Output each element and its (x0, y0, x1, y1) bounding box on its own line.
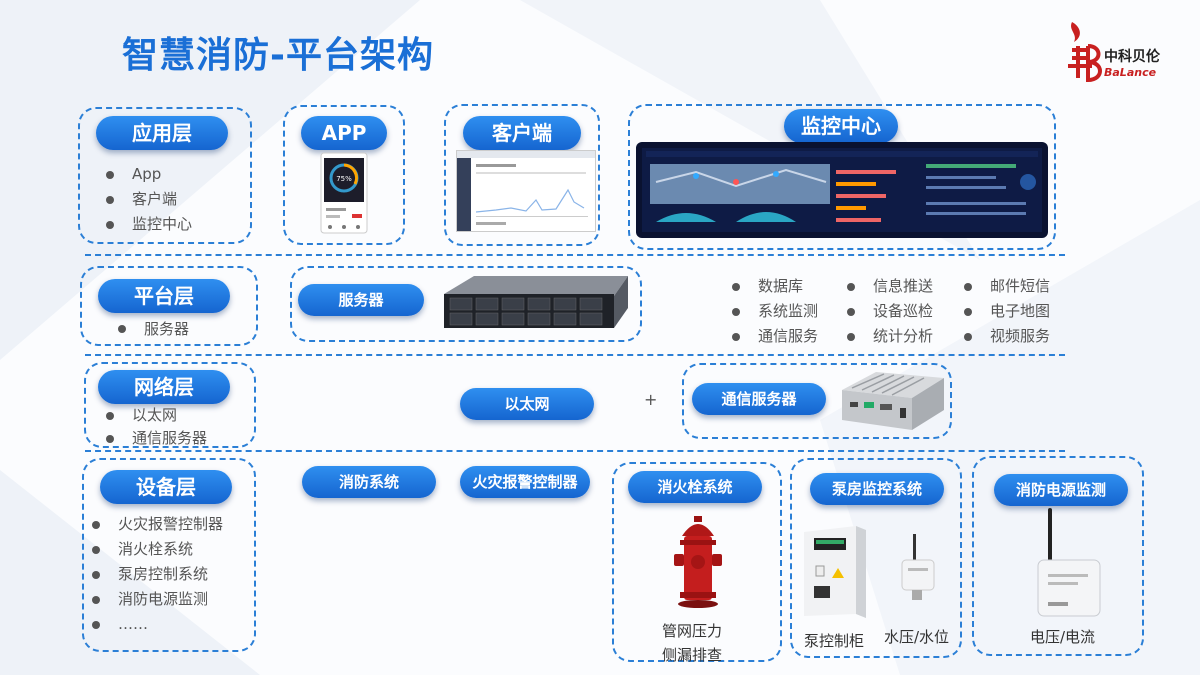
page-title: 智慧消防-平台架构 (122, 35, 434, 76)
hydrant-box (612, 462, 782, 662)
monitor-dashboard-screenshot (636, 142, 1048, 238)
list-item: 火灾报警控制器 (90, 512, 223, 537)
rack-server-image (444, 276, 628, 328)
power-caption-voltage-current: 电压/电流 (1030, 628, 1096, 646)
ethernet-label: 以太网 (460, 388, 594, 420)
list-item: 泵房控制系统 (90, 562, 223, 587)
comm-server-box (682, 363, 952, 439)
comm-server-label: 通信服务器 (692, 383, 826, 415)
list-item: 数据库 (730, 274, 818, 299)
list-item: 以太网 (104, 404, 207, 427)
list-item: 通信服务 (730, 324, 818, 349)
list-item: 统计分析 (845, 324, 933, 349)
services-column-2: 信息推送 设备巡检 统计分析 (845, 274, 933, 349)
layer-divider (85, 254, 1065, 256)
pump-room-box (790, 458, 962, 658)
server-box (290, 266, 642, 342)
app-layer-label: 应用层 (96, 116, 228, 150)
app-label: APP (301, 116, 387, 150)
list-item: 电子地图 (962, 299, 1050, 324)
network-layer-label: 网络层 (98, 370, 230, 404)
layer-divider (85, 354, 1065, 356)
list-item: 消防电源监测 (90, 587, 223, 612)
list-item: 通信服务器 (104, 427, 207, 450)
list-item: …… (90, 612, 223, 637)
plus-sign: + (644, 390, 658, 409)
list-item: 邮件短信 (962, 274, 1050, 299)
pump-control-cabinet-image (804, 526, 866, 618)
power-monitor-device-image (1037, 508, 1101, 617)
fire-system-label: 消防系统 (302, 466, 436, 498)
layer-divider (85, 450, 1065, 452)
comm-server-image (842, 372, 944, 430)
list-item: 系统监测 (730, 299, 818, 324)
hydrant-caption-leak: 侧漏排查 (662, 646, 723, 664)
network-layer-box (84, 362, 256, 448)
list-item: 客户端 (104, 187, 192, 212)
app-gauge-value: 75% (336, 175, 352, 183)
list-item: 视频服务 (962, 324, 1050, 349)
services-column-3: 邮件短信 电子地图 视频服务 (962, 274, 1050, 349)
pump-caption-cabinet: 泵控制柜 (804, 632, 865, 650)
water-pressure-sensor-image (901, 534, 935, 600)
client-box (444, 104, 600, 246)
hydrant-caption-pressure: 管网压力 (662, 622, 723, 640)
client-label: 客户端 (463, 116, 581, 150)
list-item: App (104, 162, 192, 187)
list-item: 监控中心 (104, 212, 192, 237)
app-layer-list: App 客户端 监控中心 (104, 162, 192, 237)
pump-caption-water-level: 水压/水位 (884, 628, 950, 646)
app-box (283, 105, 405, 245)
server-label: 服务器 (298, 284, 424, 316)
list-item: 信息推送 (845, 274, 933, 299)
platform-layer-box (80, 266, 258, 346)
device-layer-box (82, 458, 256, 652)
alarm-controller-label: 火灾报警控制器 (460, 466, 590, 498)
list-item: 消火栓系统 (90, 537, 223, 562)
power-monitor-label: 消防电源监测 (994, 474, 1128, 506)
monitor-center-label: 监控中心 (784, 109, 898, 143)
list-item: 设备巡检 (845, 299, 933, 324)
balance-logo (1068, 22, 1102, 83)
power-monitor-box (972, 456, 1144, 656)
list-item: 服务器 (116, 317, 189, 341)
phone-app-screenshot: 75% (320, 152, 368, 234)
client-software-screenshot (456, 150, 596, 232)
device-layer-list: 火灾报警控制器 消火栓系统 泵房控制系统 消防电源监测 …… (90, 512, 223, 637)
network-layer-list: 以太网 通信服务器 (104, 404, 207, 450)
logo-chinese-text: 中科贝伦 (1104, 49, 1160, 65)
device-layer-label: 设备层 (100, 470, 232, 504)
platform-layer-list: 服务器 (116, 317, 189, 341)
logo-english-text: BaLance (1104, 66, 1157, 79)
fire-hydrant-image (674, 516, 722, 608)
services-column-1: 数据库 系统监测 通信服务 (730, 274, 818, 349)
hydrant-label: 消火栓系统 (628, 471, 762, 503)
monitor-center-box (628, 104, 1056, 250)
app-layer-box (78, 107, 252, 244)
pump-room-label: 泵房监控系统 (810, 473, 944, 505)
platform-layer-label: 平台层 (98, 279, 230, 313)
